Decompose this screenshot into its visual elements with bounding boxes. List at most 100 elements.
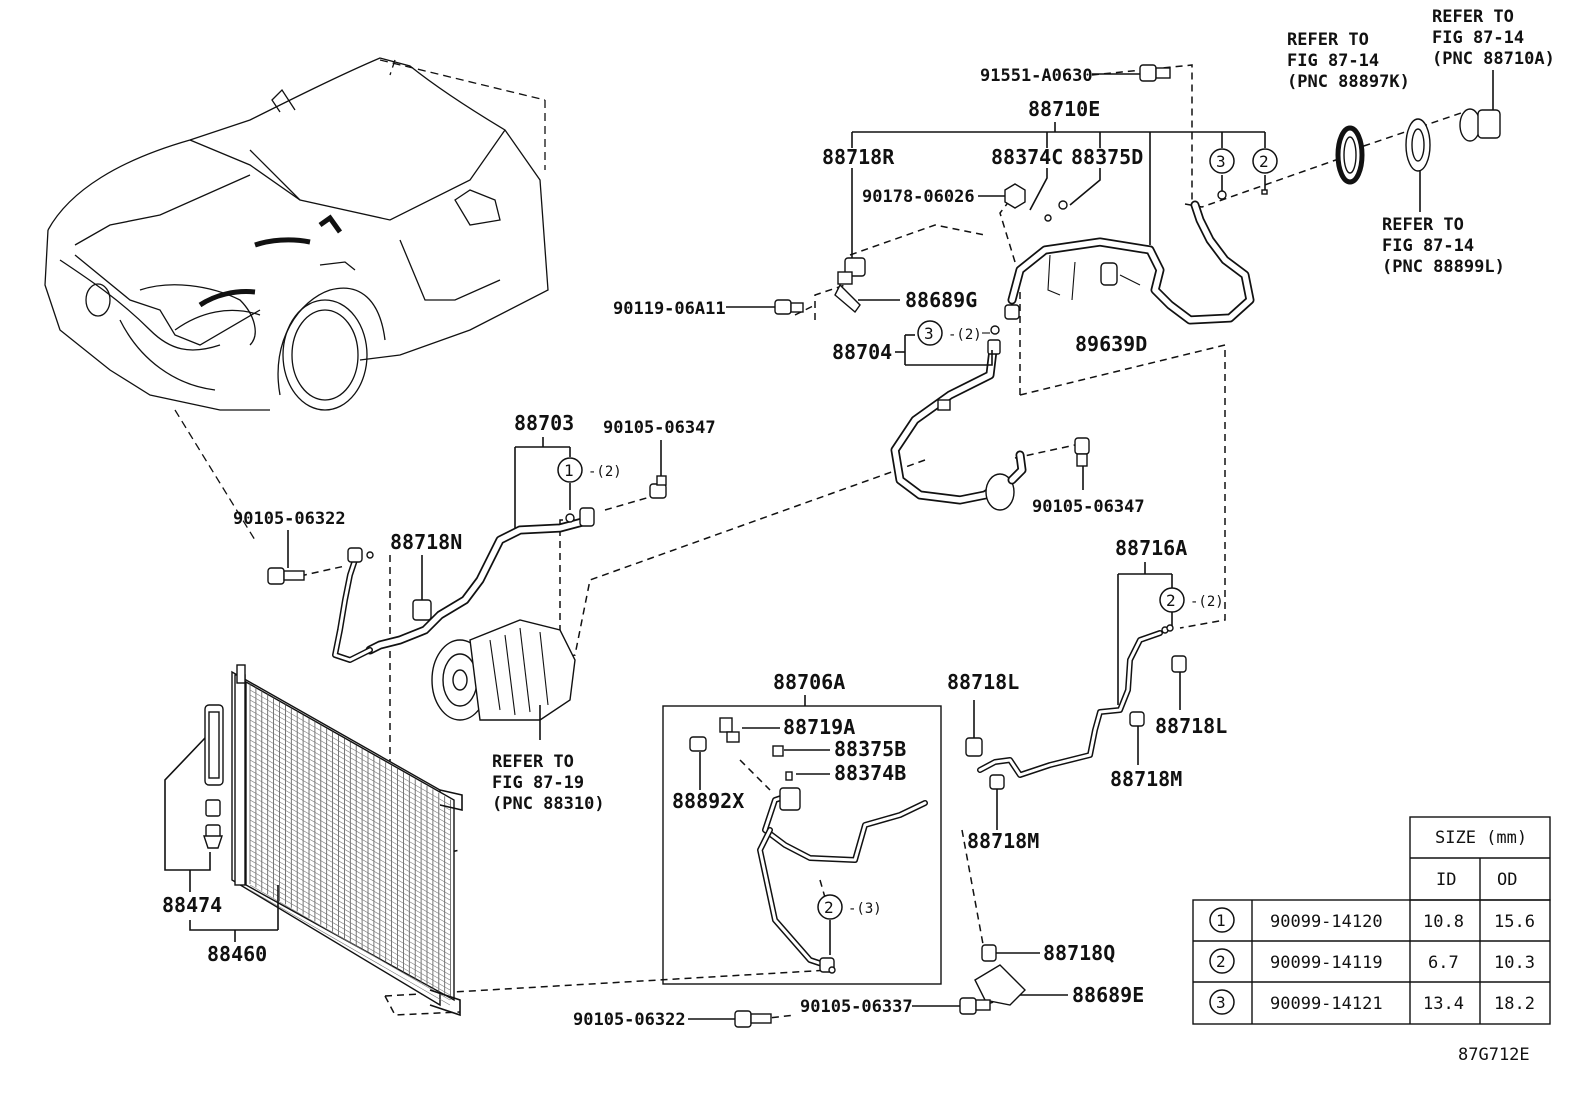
ref-circle-3-88704: 3 -(2) (917, 320, 990, 346)
table-row: 1 90099-14120 10.8 15.6 (1209, 907, 1535, 933)
label-88375D: 88375D (1071, 145, 1143, 169)
svg-text:90099-14121: 90099-14121 (1270, 994, 1383, 1014)
nut-90178-06026 (978, 183, 1026, 209)
connector-refer-88710A (1459, 70, 1501, 142)
vehicle-outline (44, 57, 549, 541)
diagram-code: 87G712E (1458, 1045, 1530, 1065)
svg-text:REFER TO: REFER TO (492, 752, 574, 772)
svg-text:(PNC 88897K): (PNC 88897K) (1287, 72, 1410, 92)
label-88374C: 88374C (991, 145, 1063, 169)
part-labels: 91551-A0630 88710E 88718R 88374C 88375D … (162, 66, 1227, 1030)
label-90119-06A11: 90119-06A11 (613, 299, 726, 319)
compressor (431, 619, 576, 740)
label-90105-06337: 90105-06337 (800, 997, 913, 1017)
label-88374B: 88374B (834, 761, 906, 785)
svg-text:18.2: 18.2 (1494, 994, 1535, 1014)
88716A-pipe (977, 562, 1174, 778)
88703-hose (365, 437, 595, 655)
svg-text:6.7: 6.7 (1428, 953, 1459, 973)
pipe-88718N (332, 547, 374, 663)
size-table-header: SIZE (mm) (1435, 828, 1527, 848)
circled-references: 3 2 3 -(2) 1 -(2) 2 -(2) 2 -(3) (557, 148, 1278, 920)
svg-text:-(2): -(2) (588, 464, 622, 480)
svg-text:13.4: 13.4 (1423, 994, 1464, 1014)
svg-text:(PNC 88710A): (PNC 88710A) (1432, 49, 1555, 69)
svg-text:-(2): -(2) (1190, 594, 1224, 610)
svg-text:REFER TO: REFER TO (1382, 215, 1464, 235)
bolt-91551-A0630 (1092, 64, 1171, 82)
svg-text:90099-14119: 90099-14119 (1270, 953, 1383, 973)
ref-circle-2-top: 2 (1252, 148, 1278, 174)
label-90105-06347-right: 90105-06347 (1032, 497, 1145, 517)
label-90105-06347-left: 90105-06347 (603, 418, 716, 438)
refer-fig-87-14-88899L: REFER TO FIG 87-14 (PNC 88899L) (1382, 215, 1505, 277)
bolt-90105-06337 (912, 997, 991, 1015)
label-88375B: 88375B (834, 737, 906, 761)
table-row: 3 90099-14121 13.4 18.2 (1209, 989, 1535, 1015)
svg-text:FIG 87-14: FIG 87-14 (1382, 236, 1474, 256)
label-88718M-left: 88718M (967, 829, 1039, 853)
table-row: 2 90099-14119 6.7 10.3 (1209, 948, 1535, 974)
bolt-90105-06322-left (267, 530, 305, 585)
label-88718Q: 88718Q (1043, 941, 1115, 965)
label-88716A: 88716A (1115, 536, 1187, 560)
svg-text:2: 2 (1259, 152, 1269, 171)
88689E-bracket (974, 964, 1068, 1006)
refer-fig-87-19: REFER TO FIG 87-19 (PNC 88310) (492, 752, 605, 814)
label-88474: 88474 (162, 893, 222, 917)
label-88718L-left: 88718L (947, 670, 1019, 694)
label-88718M-right: 88718M (1110, 767, 1182, 791)
svg-text:1: 1 (564, 461, 574, 480)
svg-text:(PNC 88899L): (PNC 88899L) (1382, 257, 1505, 277)
88710E-hose (1004, 189, 1268, 325)
label-91551-A0630: 91551-A0630 (980, 66, 1093, 86)
88718M-clips (989, 711, 1145, 830)
label-88706A: 88706A (773, 670, 845, 694)
label-88689E: 88689E (1072, 983, 1144, 1007)
svg-text:10.3: 10.3 (1494, 953, 1535, 973)
svg-text:REFER TO: REFER TO (1287, 30, 1369, 50)
label-89639D: 89639D (1075, 332, 1147, 356)
88718Q-clip (981, 944, 1040, 962)
label-88718R: 88718R (822, 145, 895, 169)
svg-text:1: 1 (1216, 911, 1226, 930)
svg-text:FIG 87-19: FIG 87-19 (492, 773, 584, 793)
88704-bracket (895, 334, 993, 366)
svg-text:2: 2 (1216, 952, 1226, 971)
seal-refer-88899L (1405, 118, 1431, 212)
bolt-90119-06A11 (726, 299, 804, 315)
leader-dashed-lines (299, 64, 1471, 1020)
bolt-90105-06347-right (1074, 437, 1090, 490)
88710E-bracket (851, 122, 1266, 258)
svg-text:10.8: 10.8 (1423, 912, 1464, 932)
label-88718L-right: 88718L (1155, 714, 1227, 738)
size-table: SIZE (mm) ID OD 1 90099-14120 10.8 15.6 … (1192, 816, 1551, 1025)
label-88703: 88703 (514, 411, 574, 435)
label-88892X: 88892X (672, 789, 744, 813)
ref-circle-2-88716A: 2 -(2) (1159, 587, 1224, 613)
svg-text:-(2): -(2) (948, 327, 982, 343)
seal-refer-88897K (1335, 125, 1365, 185)
88706A-leaders (699, 727, 831, 955)
label-90178-06026: 90178-06026 (862, 187, 975, 207)
svg-text:3: 3 (1216, 993, 1226, 1012)
svg-text:REFER TO: REFER TO (1432, 7, 1514, 27)
label-90105-06322-left: 90105-06322 (233, 509, 346, 529)
label-88689G: 88689G (905, 288, 977, 312)
bolt-90105-06322-bottom (688, 1010, 772, 1028)
88704-hose (890, 325, 1027, 511)
88706A-box (662, 695, 942, 985)
svg-text:2: 2 (1166, 591, 1176, 610)
bolt-90105-06347-left (649, 440, 667, 499)
88706A-pipe (689, 717, 928, 974)
svg-text:15.6: 15.6 (1494, 912, 1535, 932)
88718R-clip (834, 257, 900, 314)
refer-fig-87-14-88710A: REFER TO FIG 87-14 (PNC 88710A) (1432, 7, 1555, 69)
ref-circle-3-top: 3 (1209, 148, 1235, 174)
label-88704: 88704 (832, 340, 892, 364)
svg-text:FIG 87-14: FIG 87-14 (1432, 28, 1524, 48)
label-88719A: 88719A (783, 715, 855, 739)
svg-text:90099-14120: 90099-14120 (1270, 912, 1383, 932)
svg-text:FIG 87-14: FIG 87-14 (1287, 51, 1379, 71)
